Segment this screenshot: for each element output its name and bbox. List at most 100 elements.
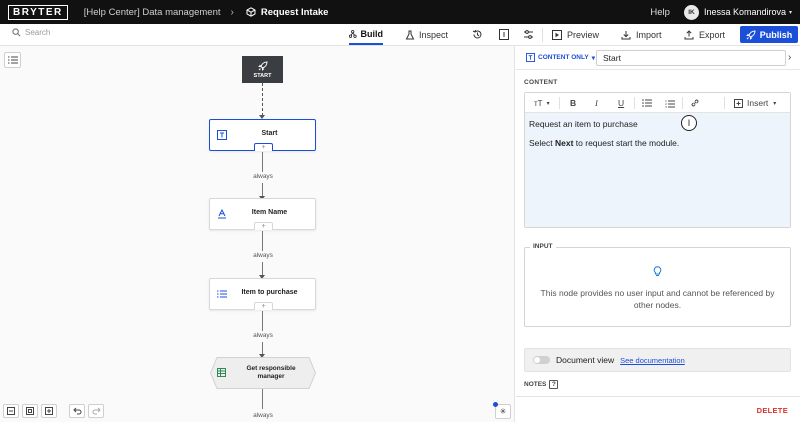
insert-icon	[734, 98, 743, 108]
publish-button[interactable]: Publish	[740, 26, 798, 43]
add-node-button[interactable]: +	[254, 143, 273, 151]
flow-canvas[interactable]: START Start + always Item Name + always …	[0, 46, 515, 422]
table-icon	[217, 368, 226, 379]
tab-inspect[interactable]: Inspect	[405, 24, 448, 45]
toolbar-divider	[634, 97, 635, 109]
link-icon	[691, 99, 699, 107]
search-placeholder: Search	[25, 28, 51, 37]
input-section: INPUT This node provides no user input a…	[524, 243, 791, 327]
start-node[interactable]: START	[242, 56, 283, 83]
zoom-out-button[interactable]	[3, 404, 19, 418]
delete-button[interactable]: DELETE	[756, 406, 788, 415]
toolbar-divider	[682, 97, 683, 109]
undo-button[interactable]	[69, 404, 85, 418]
flow-node-item-name[interactable]: Item Name +	[209, 198, 316, 230]
connector-label[interactable]: always	[253, 412, 273, 419]
add-node-button[interactable]: +	[254, 302, 273, 310]
play-icon	[552, 29, 562, 40]
ai-assist-button[interactable]: ✳	[495, 404, 511, 419]
breadcrumb-folder[interactable]: [Help Center] Data management	[83, 6, 221, 18]
preview-button[interactable]: Preview	[552, 24, 599, 45]
import-icon	[621, 30, 631, 39]
editor-line: Request an item to purchase	[529, 119, 638, 129]
hexagon-shape	[210, 357, 316, 389]
rocket-icon	[745, 29, 756, 40]
connector-label[interactable]: always	[253, 332, 273, 339]
help-icon[interactable]: ?	[549, 380, 559, 389]
link-button[interactable]	[690, 97, 700, 109]
import-button[interactable]: Import	[621, 24, 662, 45]
info-panel-icon[interactable]	[498, 29, 509, 40]
connector-line	[262, 342, 263, 355]
connector-line	[262, 389, 263, 409]
flask-icon	[405, 30, 415, 39]
bullet-list-icon	[642, 99, 652, 107]
search-field[interactable]: Search	[12, 28, 50, 37]
module-cube-icon	[246, 7, 256, 17]
toolbar-divider	[724, 97, 725, 109]
add-node-button[interactable]: +	[254, 222, 273, 230]
bullet-list-button[interactable]	[642, 97, 652, 109]
content-section-label: CONTENT	[524, 79, 558, 86]
content-only-dropdown[interactable]: CONTENT ONLY ▾	[526, 53, 595, 62]
chevron-down-icon: ▾	[591, 54, 595, 62]
italic-button[interactable]: I	[595, 98, 598, 108]
flow-node-start[interactable]: Start +	[209, 119, 316, 151]
history-icon[interactable]	[472, 29, 483, 40]
text-style-dropdown[interactable]: ᴛT ▾	[534, 98, 550, 108]
plus-square-icon	[45, 407, 53, 415]
bold-button[interactable]: B	[570, 98, 577, 108]
svg-text:3: 3	[665, 105, 667, 108]
lightbulb-icon	[653, 266, 662, 279]
document-view-toggle[interactable]	[533, 356, 550, 364]
canvas-controls	[3, 404, 104, 418]
help-link[interactable]: Help	[650, 6, 670, 18]
connector-label[interactable]: always	[253, 252, 273, 259]
connector-line	[262, 183, 263, 197]
toolbar-divider	[542, 28, 543, 42]
connector-arrow	[259, 354, 265, 358]
chevron-down-icon: ▾	[773, 100, 777, 107]
export-button[interactable]: Export	[684, 24, 725, 45]
breadcrumb-separator: ›	[230, 6, 234, 18]
connector-label[interactable]: always	[253, 173, 273, 180]
list-icon	[7, 56, 18, 64]
properties-panel: CONTENT ONLY ▾ › CONTENT ᴛT ▾ B I U 123	[516, 46, 800, 422]
numbered-list-icon: 123	[665, 99, 675, 108]
avatar[interactable]: IK	[683, 4, 699, 20]
search-icon	[12, 28, 21, 37]
flow-node-get-responsible-manager[interactable]: Get responsible manager	[210, 357, 316, 389]
zoom-in-button[interactable]	[41, 404, 57, 418]
underline-button[interactable]: U	[618, 98, 625, 108]
notes-section-label: NOTES ?	[524, 380, 559, 389]
tab-build[interactable]: Build	[349, 24, 383, 45]
notification-dot	[493, 402, 498, 407]
node-label: Start	[261, 130, 278, 137]
connector-line	[262, 231, 263, 251]
connector-arrow	[259, 275, 265, 279]
bryter-logo[interactable]: BRYTER	[8, 4, 68, 20]
user-menu-caret-icon[interactable]: ▾	[788, 9, 792, 16]
chevron-right-icon[interactable]: ›	[788, 52, 792, 63]
see-documentation-link[interactable]: See documentation	[620, 355, 685, 365]
text-icon	[216, 129, 227, 140]
insert-dropdown[interactable]: Insert ▾	[734, 96, 776, 110]
export-icon	[684, 29, 694, 39]
user-menu[interactable]: Inessa Komandirova	[703, 7, 786, 17]
fit-view-button[interactable]	[22, 404, 38, 418]
redo-button[interactable]	[88, 404, 104, 418]
outline-toggle-button[interactable]	[4, 52, 21, 68]
settings-sliders-icon[interactable]	[523, 29, 534, 40]
input-info-text: This node provides no user input and can…	[540, 288, 775, 310]
chevron-down-icon: ▾	[546, 100, 550, 107]
flow-node-item-to-purchase[interactable]: Item to purchase +	[209, 278, 316, 310]
editor-content[interactable]: Request an item to purchase Select Next …	[525, 113, 790, 227]
project-title: Request Intake	[260, 6, 329, 18]
top-bar: BRYTER [Help Center] Data management › R…	[0, 0, 800, 24]
node-title-input[interactable]	[596, 50, 786, 66]
connector-line	[262, 311, 263, 331]
text-icon	[526, 53, 535, 62]
